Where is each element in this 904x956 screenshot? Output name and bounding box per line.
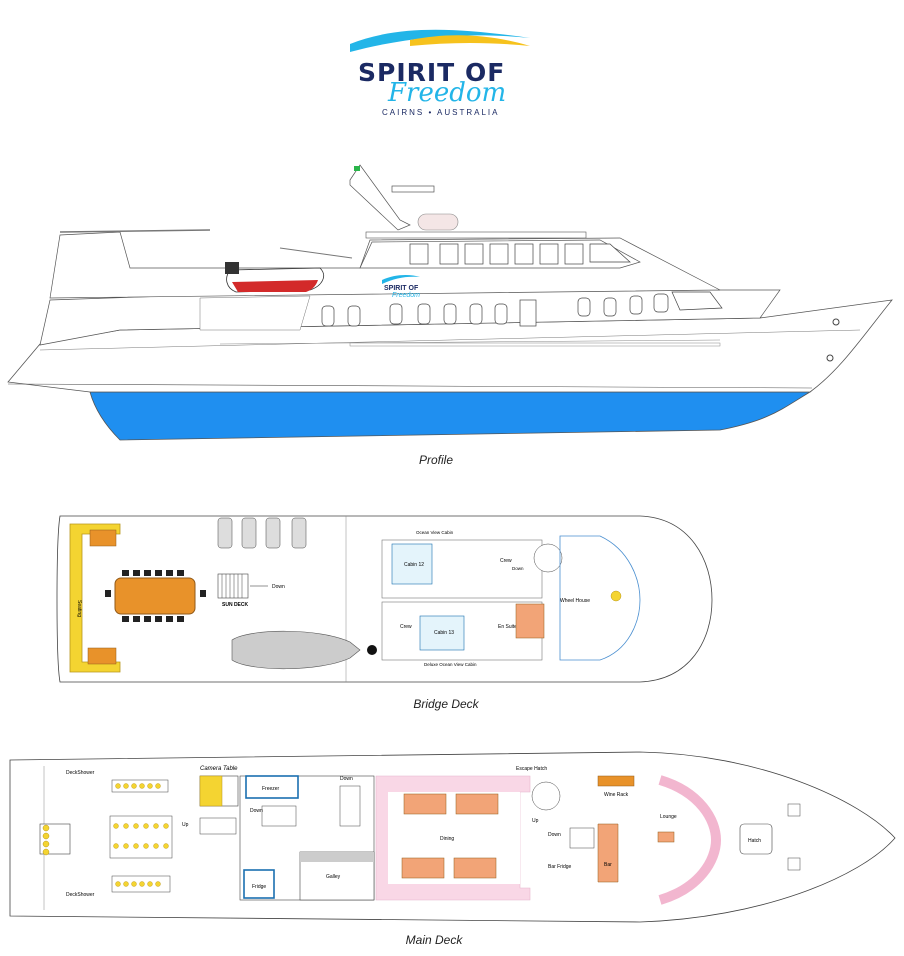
deck-shower-bottom-label: DeckShower <box>66 892 95 898</box>
seating-bench <box>69 523 121 673</box>
seating-label: Seating <box>76 600 82 617</box>
cabin-12-bed <box>391 543 433 585</box>
sun-deck-table <box>114 577 196 615</box>
bridge-deck-plan: Seating Down SUN DECK Cabin 12 Ocean Vie… <box>56 515 713 683</box>
freezer-label: Freezer <box>262 786 280 792</box>
logo-line2: Freedom <box>388 78 507 108</box>
sun-loungers <box>217 517 307 549</box>
crew-label: Crew <box>500 558 512 564</box>
up-label: Up <box>182 822 189 828</box>
brand-logo: SPIRIT OF Freedom CAIRNS • AUSTRALIA <box>340 18 540 118</box>
dining-table-3 <box>401 857 445 879</box>
logo-place: CAIRNS • AUSTRALIA <box>382 108 500 117</box>
crew-label-2: Crew <box>400 624 412 630</box>
dining-table-1 <box>403 793 447 815</box>
svg-text:Freedom: Freedom <box>392 292 420 299</box>
down-label-a: Down <box>250 808 263 814</box>
deck-shower-top-label: DeckShower <box>66 770 95 776</box>
down-label-2: Down <box>512 566 524 571</box>
sun-deck-label: SUN DECK <box>222 602 249 608</box>
upper-windows <box>409 243 631 265</box>
wine-rack-label: Wine Rack <box>604 792 629 798</box>
galley-label: Galley <box>326 874 341 880</box>
main-deck-plan: DeckShower DeckShower Camera Table Up Fr… <box>9 751 896 923</box>
up-label-2: Up <box>532 818 539 824</box>
cabin-13-label: Cabin 13 <box>434 630 454 636</box>
tender-plan <box>231 630 361 670</box>
main-caption: Main Deck <box>405 933 463 947</box>
wheel-house-label: Wheel House <box>560 598 590 604</box>
profile-drawing: SPIRIT OF Freedom <box>7 164 893 441</box>
bar-label: Bar <box>604 862 612 868</box>
mast <box>349 164 411 231</box>
life-raft <box>417 213 459 231</box>
hull-bottom <box>89 391 812 441</box>
logo-line1: SPIRIT OF <box>358 58 506 87</box>
profile-caption: Profile <box>418 453 453 467</box>
sun-deck-chairs <box>105 570 206 622</box>
sun-deck-stairs <box>217 573 249 599</box>
fridge-label: Fridge <box>252 884 266 890</box>
wave-logo-mark <box>350 29 530 52</box>
cabin-12-label: Cabin 12 <box>404 562 424 568</box>
dining-label: Dining <box>440 836 454 842</box>
hull-logo: SPIRIT OF Freedom <box>382 275 420 299</box>
ensuite-label: En Suite <box>498 624 517 630</box>
lounge-label: Lounge <box>660 814 677 820</box>
hatch-label: Hatch <box>748 838 761 844</box>
hatch <box>739 823 773 855</box>
down-label: Down <box>272 584 285 590</box>
lounge-seating <box>658 775 722 905</box>
wine-rack <box>597 775 635 787</box>
dining-table-4 <box>453 857 497 879</box>
camera-table-label: Camera Table <box>200 766 238 772</box>
bridge-caption: Bridge Deck <box>413 697 479 711</box>
ocean-view-label: Ocean View Cabin <box>416 530 454 535</box>
dining-table-2 <box>455 793 499 815</box>
svg-text:SPIRIT OF: SPIRIT OF <box>384 285 419 292</box>
bar-counter <box>597 823 619 883</box>
freezer <box>245 775 299 799</box>
cabin-13-bed <box>419 615 465 651</box>
down-label-b: Down <box>548 832 561 838</box>
deluxe-label: Deluxe Ocean View Cabin <box>424 662 477 667</box>
escape-hatch-label: Escape Hatch <box>516 766 547 772</box>
wheelhouse-outline <box>559 535 641 661</box>
fridge <box>243 869 275 899</box>
down-stairs-label: Down <box>340 776 353 782</box>
main-windows <box>321 291 723 327</box>
bar-fridge-label: Bar Fridge <box>548 864 572 870</box>
spiral-stair <box>533 543 563 573</box>
